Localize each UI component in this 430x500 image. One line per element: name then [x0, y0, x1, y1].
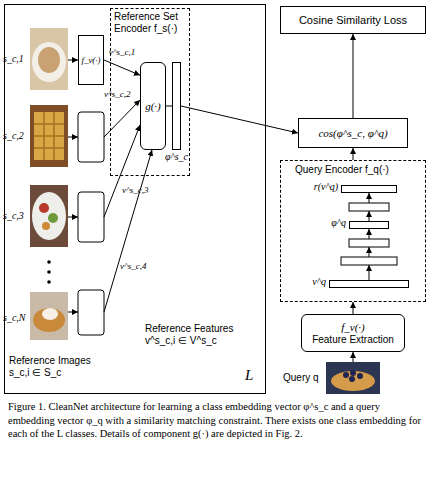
layer-bar: φ^q	[349, 221, 389, 229]
text-label: s_c,2	[3, 130, 24, 141]
stack-arrow	[369, 229, 370, 239]
feature-box	[78, 112, 104, 162]
waffle	[331, 371, 375, 391]
feature-box	[78, 192, 104, 242]
layer-bar	[349, 203, 389, 211]
dot	[47, 280, 51, 284]
dots	[47, 260, 51, 284]
photo-background	[30, 185, 68, 247]
blueberry	[343, 372, 349, 378]
text-label: v^s_c,4	[120, 262, 147, 272]
embedding-bar: φ^s_c	[172, 62, 181, 150]
node-text: v^q	[312, 276, 326, 288]
connector-arrow	[104, 60, 140, 75]
salad-piece	[39, 203, 49, 213]
text-label: s_c,1	[3, 53, 24, 64]
bowl	[32, 42, 66, 82]
text-label: v^s_c,3	[122, 186, 149, 196]
function-box: g(·)	[140, 62, 166, 150]
text-label: s_c,N	[3, 312, 26, 323]
reference-image-3	[30, 185, 68, 247]
blueberry	[350, 370, 356, 376]
stack-arrow	[369, 247, 370, 257]
connector-arrow	[353, 34, 354, 118]
stack-arrow	[369, 193, 370, 203]
node-text: cos(φ^s_c, φ^q)	[318, 127, 387, 140]
image-arrow	[68, 137, 78, 138]
feature-arrow	[104, 150, 152, 312]
layer-bar: v^q	[329, 280, 409, 288]
cream	[42, 308, 58, 320]
node-text: Reference Images s_c,i ∈ S_c	[9, 355, 97, 378]
waffle-grid	[34, 112, 64, 160]
node-text: g(·)	[145, 100, 161, 113]
query-arrow	[353, 352, 354, 362]
node-text: Reference Set Encoder f_s(·)	[114, 11, 188, 34]
encoder-group: Query Encoder f_q(·) r(v^q) φ^q v^q	[280, 160, 426, 302]
layer-bar	[341, 257, 397, 265]
layer-bar: r(v^q)	[341, 185, 397, 193]
salad-piece	[48, 213, 58, 223]
reference-image-4	[30, 292, 68, 340]
photo-background	[30, 105, 68, 167]
process-box: f_v(·)Feature Extraction	[301, 314, 405, 352]
stack-arrow	[369, 265, 370, 280]
node-text: Feature Extraction	[312, 334, 394, 346]
image-arrow	[68, 312, 78, 313]
reference-image-1	[30, 28, 68, 90]
blueberry	[349, 376, 355, 382]
feature-box: f_v(·)	[78, 35, 104, 85]
connector-arrow	[353, 302, 354, 314]
node-text: φ^q	[331, 217, 346, 229]
connector-arrow	[181, 106, 298, 133]
dot	[47, 270, 51, 274]
feature-box	[78, 290, 104, 335]
figure-caption: Figure 1. CleanNet architecture for lear…	[8, 400, 422, 441]
dot	[47, 260, 51, 264]
salad-piece	[42, 222, 50, 230]
edge-label: v^s_c,1	[109, 48, 136, 58]
image-arrow	[68, 60, 78, 61]
text-label: s_c,3	[3, 210, 24, 221]
waffle	[34, 112, 64, 160]
blueberry	[357, 373, 363, 379]
plate	[32, 192, 66, 240]
photo-background	[326, 362, 380, 394]
waffle	[33, 308, 65, 332]
node-text: L	[245, 367, 261, 384]
node-text: Query Encoder f_q(·)	[295, 164, 415, 176]
reference-image-2	[30, 105, 68, 167]
layer-bar	[349, 239, 389, 247]
stack-arrow	[369, 211, 370, 221]
text-label: v^s_c,2	[104, 90, 131, 100]
node-text: r(v^q)	[314, 181, 338, 193]
photo-background	[30, 292, 68, 340]
node-text: φ^s_c	[165, 151, 188, 163]
query-image	[326, 362, 380, 394]
photo-background	[30, 28, 68, 90]
node-text: Cosine Similarity Loss	[299, 14, 407, 27]
image-arrow	[68, 217, 78, 218]
node-text: f_v(·)	[341, 321, 365, 334]
connector-arrow	[166, 106, 172, 107]
loss-box: Cosine Similarity Loss	[280, 6, 426, 34]
outer-class-box: Reference Images s_c,i ∈ S_c Reference Fe…	[4, 4, 266, 394]
text-label: Query q	[283, 372, 319, 383]
node-text: f_v(·)	[81, 55, 100, 65]
node-text: Reference Features v^s_c,i ∈ V^s_c	[145, 323, 257, 346]
food	[38, 47, 60, 73]
connector-arrow	[353, 148, 354, 160]
similarity-box: cos(φ^s_c, φ^q)	[298, 118, 408, 148]
